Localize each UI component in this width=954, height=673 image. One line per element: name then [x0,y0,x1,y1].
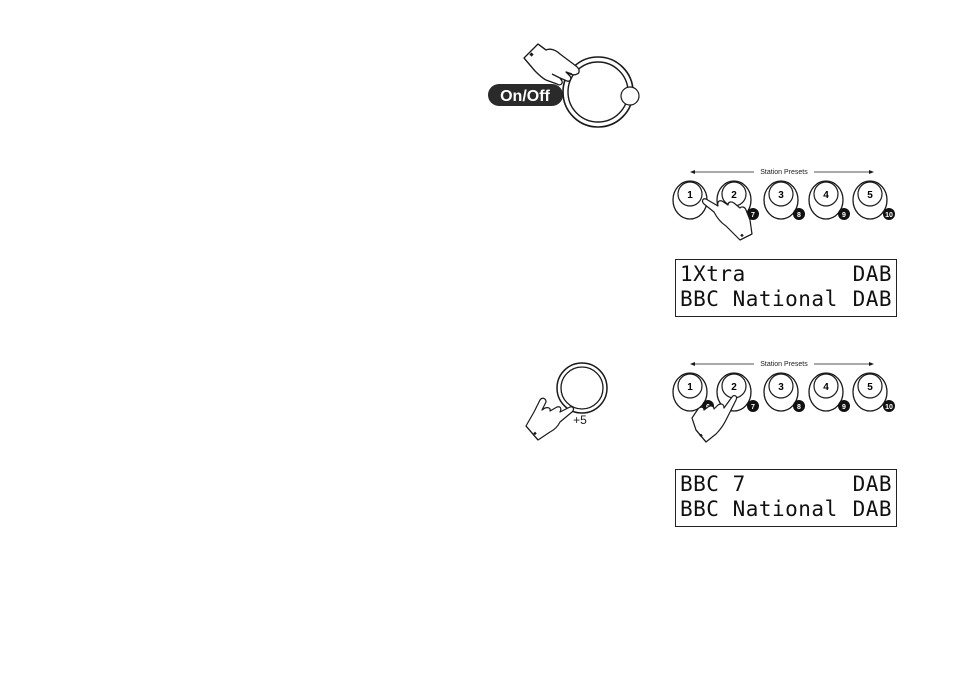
lcd-band: DAB [852,287,892,311]
shift-plus-5-button[interactable] [560,366,604,410]
lcd-band: DAB [852,262,892,286]
station-presets-diagram-top: Station Presets 1 2 3 4 5 7 8 9 10 [672,169,895,241]
on-off-label-pill [488,84,563,106]
svg-text:10: 10 [885,212,893,219]
lcd-multiplex-name: BBC National [680,497,838,521]
lcd-line-1: BBC 7 DAB [680,472,892,497]
preset-button-5[interactable]: 5 [852,372,888,412]
shifted-badge: 10 [883,400,895,412]
shifted-badge: 7 [747,400,759,412]
preset-label: 5 [867,382,873,393]
preset-label: 4 [823,190,829,201]
lcd-multiplex-name: BBC National [680,287,838,311]
shift-button-diagram: +5 [525,362,608,441]
lcd-band: DAB [852,472,892,496]
station-presets-heading: Station Presets [760,361,808,368]
preset-button-4[interactable]: 4 [808,180,844,220]
svg-text:7: 7 [751,404,755,411]
svg-text:9: 9 [842,404,846,411]
shifted-badge: 9 [838,400,850,412]
lcd-station-name: 1Xtra [680,262,746,286]
station-presets-heading: Station Presets [760,169,808,176]
pointing-hand-icon [701,198,753,241]
preset-button-5[interactable]: 5 [852,180,888,220]
lcd-display-1: 1Xtra DAB BBC National DAB [675,259,897,317]
shift-button-label: +5 [573,413,587,427]
shifted-badge: 10 [883,208,895,220]
preset-label: 2 [731,190,737,201]
pointing-hand-icon [525,397,575,441]
preset-label: 1 [687,382,693,393]
power-indicator-led [620,86,640,106]
preset-button-3[interactable]: 3 [763,372,799,412]
preset-label: 4 [823,382,829,393]
on-off-diagram: On/Off [488,43,640,128]
preset-label: 3 [778,382,784,393]
lcd-line-1: 1Xtra DAB [680,262,892,287]
lcd-station-name: BBC 7 [680,472,746,496]
svg-text:8: 8 [797,404,801,411]
preset-button-2[interactable]: 2 [716,372,752,412]
shifted-badge: 9 [838,208,850,220]
svg-text:10: 10 [885,404,893,411]
preset-button-1[interactable]: 1 [672,180,708,220]
on-off-label: On/Off [500,88,550,105]
lcd-display-2: BBC 7 DAB BBC National DAB [675,469,897,527]
pointing-hand-icon [523,43,580,86]
preset-button-4[interactable]: 4 [808,372,844,412]
preset-label: 3 [778,190,784,201]
preset-label: 1 [687,190,693,201]
lcd-line-2: BBC National DAB [680,497,892,522]
shifted-badge: 7 [747,208,759,220]
preset-button-3[interactable]: 3 [763,180,799,220]
lcd-line-2: BBC National DAB [680,287,892,312]
shifted-badge: 8 [793,208,805,220]
svg-text:7: 7 [751,212,755,219]
preset-label: 2 [731,382,737,393]
preset-label: 5 [867,190,873,201]
preset-button-1[interactable]: 1 [672,372,708,412]
svg-text:9: 9 [842,212,846,219]
lcd-band: DAB [852,497,892,521]
shifted-badge: 8 [793,400,805,412]
station-presets-diagram-bottom: Station Presets 1 2 3 4 5 6 7 8 9 [672,361,895,443]
svg-text:8: 8 [797,212,801,219]
